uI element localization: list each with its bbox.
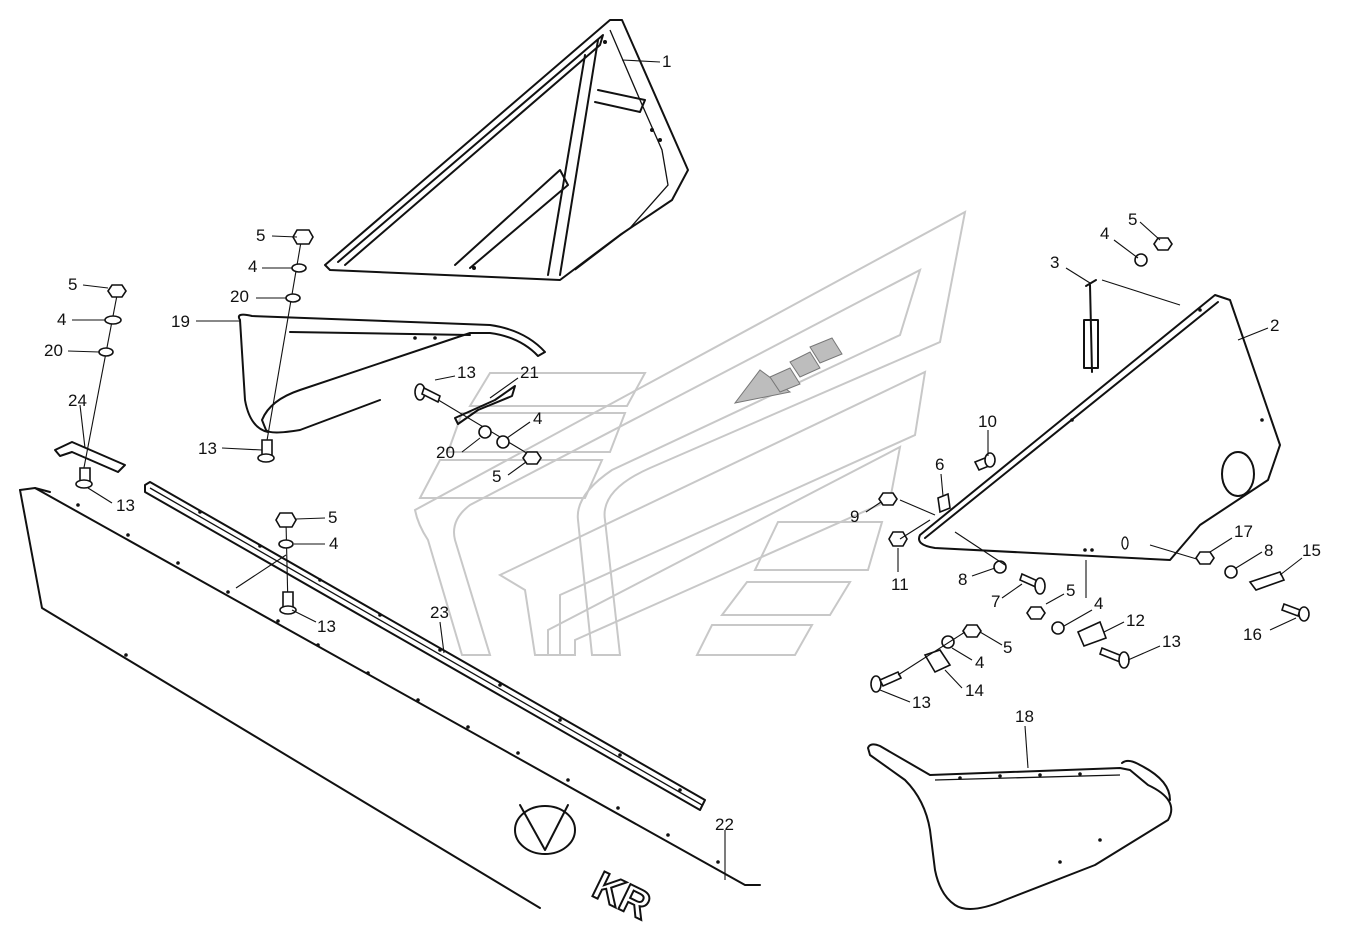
callout-5-b: 5 bbox=[256, 226, 265, 245]
callout-13-d: 13 bbox=[317, 617, 336, 636]
callout-4-e: 4 bbox=[329, 534, 338, 553]
callout-17: 17 bbox=[1234, 522, 1253, 541]
callout-24: 24 bbox=[68, 391, 87, 410]
clip-icon bbox=[1076, 620, 1108, 648]
nut-icon bbox=[962, 624, 982, 638]
callout-20-c: 20 bbox=[436, 443, 455, 462]
part-21-bracket bbox=[454, 385, 516, 425]
callouts: 1 2 3 4 5 5 4 20 19 13 5 4 20 24 13 13 2… bbox=[44, 52, 1321, 880]
callout-5-f: 5 bbox=[1066, 581, 1075, 600]
watermark-logo bbox=[413, 210, 967, 656]
part-22-front-panel: KR bbox=[19, 487, 761, 925]
callout-3: 3 bbox=[1050, 253, 1059, 272]
bolt-icon bbox=[1280, 602, 1310, 622]
callout-4-a: 4 bbox=[1100, 224, 1109, 243]
callout-4-d: 4 bbox=[533, 409, 542, 428]
callout-12: 12 bbox=[1126, 611, 1145, 630]
washer-icon bbox=[1224, 565, 1238, 579]
callout-21: 21 bbox=[520, 363, 539, 382]
washer-icon bbox=[285, 293, 301, 303]
callout-22: 22 bbox=[715, 815, 734, 834]
callout-15: 15 bbox=[1302, 541, 1321, 560]
callout-5-a: 5 bbox=[1128, 210, 1137, 229]
callout-2: 2 bbox=[1270, 316, 1279, 335]
nut-icon bbox=[522, 451, 542, 465]
hardware bbox=[75, 229, 1310, 693]
washer-icon bbox=[496, 435, 510, 449]
nut-icon bbox=[1153, 237, 1173, 251]
callout-5-e: 5 bbox=[328, 508, 337, 527]
callout-20-b: 20 bbox=[44, 341, 63, 360]
callout-13-b: 13 bbox=[116, 496, 135, 515]
callout-18: 18 bbox=[1015, 707, 1034, 726]
part-1-upper-frame bbox=[324, 19, 689, 281]
callout-20-a: 20 bbox=[230, 287, 249, 306]
bolt-icon bbox=[414, 383, 441, 404]
bolt-icon bbox=[279, 591, 297, 615]
part-2-right-side-panel bbox=[918, 279, 1281, 561]
bolt-icon bbox=[973, 452, 996, 472]
nut-icon bbox=[878, 492, 898, 506]
nut-icon bbox=[1026, 606, 1046, 620]
part-24-bracket bbox=[54, 441, 126, 473]
callout-1: 1 bbox=[662, 52, 671, 71]
callout-5-c: 5 bbox=[68, 275, 77, 294]
washer-icon bbox=[104, 315, 122, 325]
callout-9: 9 bbox=[850, 507, 859, 526]
clip-icon bbox=[923, 649, 952, 674]
brand-text: KR bbox=[586, 864, 657, 925]
nut-icon bbox=[888, 531, 908, 547]
bolt-icon bbox=[870, 670, 903, 693]
part-18-lower-guard bbox=[867, 743, 1173, 910]
nut-icon bbox=[275, 512, 297, 528]
callout-7: 7 bbox=[991, 592, 1000, 611]
callout-4-f: 4 bbox=[1094, 594, 1103, 613]
callout-23: 23 bbox=[430, 603, 449, 622]
nut-icon bbox=[1195, 551, 1215, 565]
callout-10: 10 bbox=[978, 412, 997, 431]
washer-icon bbox=[291, 263, 307, 273]
nut-icon bbox=[107, 284, 127, 298]
washer-icon bbox=[993, 560, 1007, 574]
callout-8-b: 8 bbox=[1264, 541, 1273, 560]
callout-5-g: 5 bbox=[1003, 638, 1012, 657]
callout-14: 14 bbox=[965, 681, 984, 700]
callout-16: 16 bbox=[1243, 625, 1262, 644]
callout-4-g: 4 bbox=[975, 653, 984, 672]
washer-icon bbox=[1051, 621, 1065, 635]
callout-13-a: 13 bbox=[198, 439, 217, 458]
clip-icon bbox=[937, 492, 951, 514]
part-19-guard-bracket bbox=[237, 313, 546, 434]
callout-8-a: 8 bbox=[958, 570, 967, 589]
washer-icon bbox=[478, 425, 492, 439]
clip-icon bbox=[1248, 571, 1286, 591]
bolt-icon bbox=[75, 467, 93, 489]
bolt-icon bbox=[1019, 572, 1046, 595]
callout-5-d: 5 bbox=[492, 467, 501, 486]
washer-icon bbox=[1134, 253, 1148, 267]
callout-19: 19 bbox=[171, 312, 190, 331]
bolt-icon bbox=[257, 439, 275, 463]
callout-13-e: 13 bbox=[1162, 632, 1181, 651]
callout-4-b: 4 bbox=[248, 257, 257, 276]
callout-13-f: 13 bbox=[912, 693, 931, 712]
washer-icon bbox=[278, 539, 294, 549]
washer-icon bbox=[98, 347, 114, 357]
callout-6: 6 bbox=[935, 455, 944, 474]
callout-4-c: 4 bbox=[57, 310, 66, 329]
bolt-icon bbox=[1099, 646, 1130, 669]
part-23-strip bbox=[144, 481, 706, 811]
callout-11: 11 bbox=[891, 575, 909, 594]
callout-13-c: 13 bbox=[457, 363, 476, 382]
